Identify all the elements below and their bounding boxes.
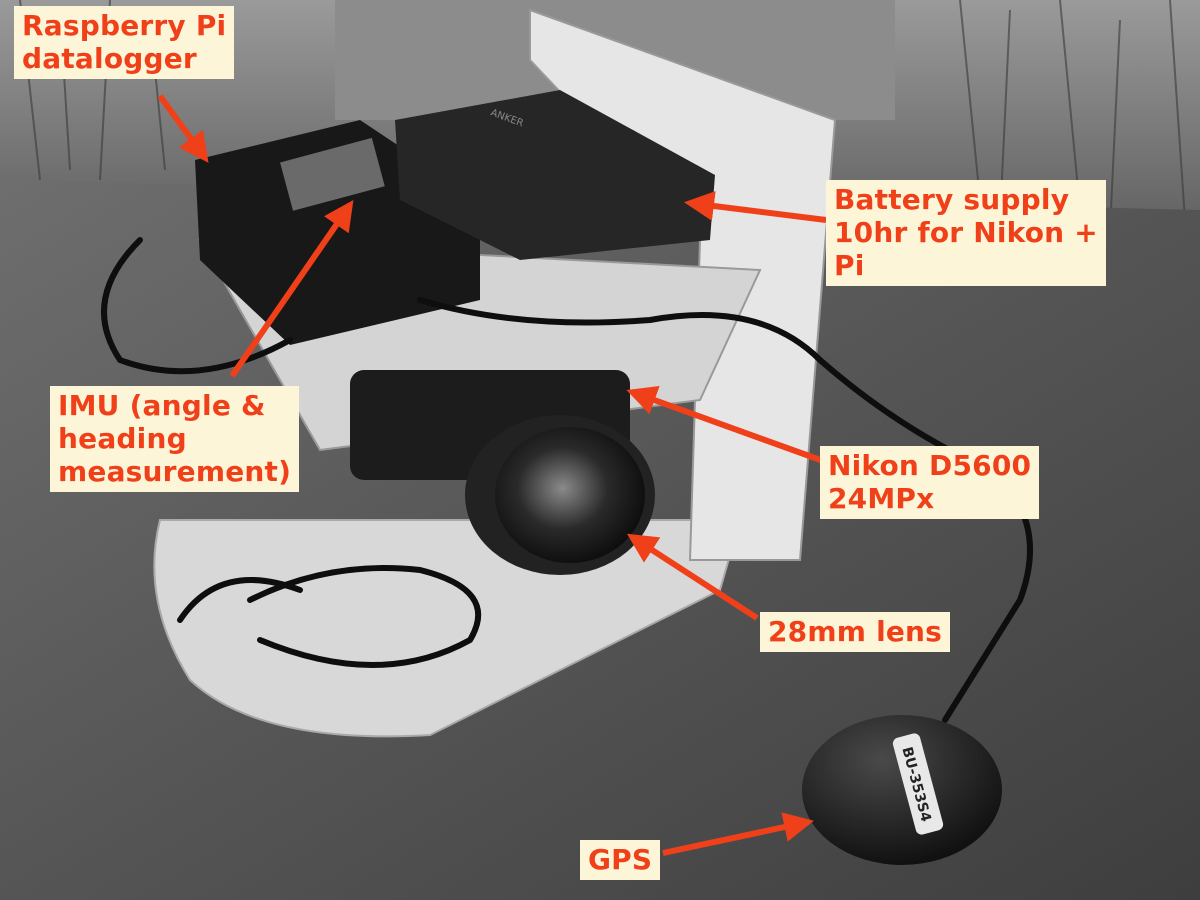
- lens-glass: [495, 427, 645, 563]
- gps-puck: [802, 715, 1002, 865]
- gps-sticker: [892, 733, 944, 835]
- arrow-battery: [684, 191, 827, 223]
- arrow-camera: [626, 386, 828, 465]
- label-gps: GPS: [580, 840, 661, 880]
- arrow-gps: [662, 812, 814, 856]
- bracket-vertical: [529, 8, 837, 561]
- label-battery: Battery supply 10hr for Nikon + Pi: [826, 180, 1106, 286]
- label-lens: 28mm lens: [760, 612, 951, 652]
- arrow-imu: [229, 200, 354, 378]
- label-camera: Nikon D5600 24MPx: [820, 446, 1040, 519]
- label-raspberry-pi: Raspberry Pi datalogger: [14, 6, 235, 79]
- battery-pack: [395, 90, 715, 260]
- base-plate: [153, 519, 742, 738]
- arrow-lens: [626, 533, 759, 621]
- annotation-arrows: [157, 94, 828, 856]
- label-imu: IMU (angle & heading measurement): [50, 386, 300, 492]
- arrow-raspberry-pi: [157, 94, 209, 163]
- imu-board: [280, 137, 385, 211]
- cables: [101, 237, 1033, 723]
